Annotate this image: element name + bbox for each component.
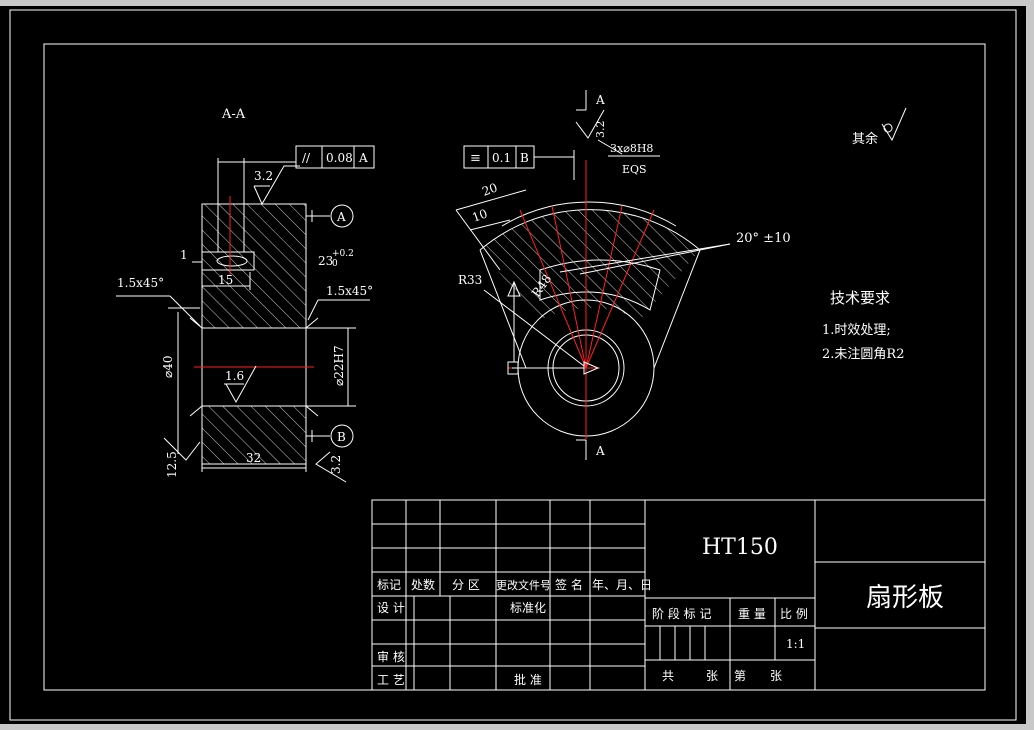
roughness-value-top: 3.2 — [254, 169, 273, 183]
header-sign: 签 名 — [555, 577, 583, 592]
tech-req-title: 技术要求 — [830, 289, 890, 307]
chamfer-left: 1.5x45° — [117, 276, 164, 290]
label-approve: 批 准 — [514, 672, 542, 687]
datum-a-circle — [330, 204, 354, 228]
rest-roughness-symbol — [881, 107, 907, 142]
dim-15: 15 — [218, 273, 233, 287]
roughness-bore-value: 1.6 — [225, 369, 244, 383]
label-scale: 比 例 — [780, 607, 808, 621]
material-text: HT150 — [702, 535, 778, 560]
section-marker-bottom: A — [595, 444, 605, 458]
roughness-symbol-bore — [225, 365, 257, 404]
section-hatch-bottom — [202, 406, 306, 464]
tech-requirements: 技术要求 1.时效处理; 2.未注圆角R2 — [822, 289, 904, 362]
label-total: 共 — [662, 669, 674, 683]
hole-ellipse — [216, 255, 248, 267]
window-scrollbar[interactable] — [1026, 0, 1034, 730]
chamfer-right: 1.5x45° — [326, 284, 373, 298]
label-weight: 重 量 — [738, 607, 766, 621]
roughness-symbol-right — [315, 451, 347, 483]
roughness-front-value: 3.2 — [594, 121, 607, 139]
datum-b-circle — [330, 424, 354, 448]
dim-10: 10 — [470, 206, 489, 224]
datum-b-label: B — [337, 430, 346, 444]
dim-dia-40: ⌀40 — [161, 356, 175, 379]
dim-23: 23 — [318, 254, 333, 268]
label-sheets: 张 — [706, 669, 718, 683]
dim-1: 1 — [180, 248, 188, 262]
rest-roughness: 其余 — [852, 107, 907, 147]
header-date: 年、月、日 — [592, 578, 652, 592]
header-zone: 分 区 — [452, 578, 480, 592]
label-process: 工 艺 — [377, 673, 405, 687]
tol-parallel-value: 0.08 — [326, 151, 353, 165]
groove — [201, 251, 255, 271]
section-label: A-A — [221, 107, 246, 122]
tol-parallel-ref: A — [358, 151, 368, 165]
label-review: 审 核 — [377, 649, 405, 664]
label-sheet-no: 第 — [734, 669, 746, 683]
header-docno: 更改文件号 — [496, 578, 551, 592]
title-block: HT150 扇形板 标记 处数 分 区 更改文件号 签 名 年、月、日 设 计 … — [371, 499, 986, 691]
dim-dia-22h7: ⌀22H7 — [332, 345, 346, 386]
header-mark: 标记 — [377, 578, 401, 592]
holes-callout: 3x⌀8H8 — [610, 142, 653, 155]
tol-sym-ref: B — [520, 151, 529, 165]
label-standard: 标准化 — [510, 601, 546, 615]
dim-23-upper: +0.2 — [332, 249, 354, 259]
window-top-bar — [0, 0, 1034, 6]
tech-req-item-2: 2.未注圆角R2 — [822, 347, 904, 362]
label-design: 设 计 — [377, 601, 405, 615]
dim-r33: R33 — [458, 273, 482, 287]
header-count: 处数 — [411, 577, 435, 592]
angle-callout: 20° ±10 — [736, 231, 791, 246]
eqs-label: EQS — [622, 163, 647, 176]
roughness-symbol-top — [253, 165, 300, 206]
outer-frame — [9, 9, 1017, 721]
section-marker-top: A — [595, 93, 605, 107]
label-stage: 阶 段 标 记 — [652, 606, 711, 621]
scale-value: 1:1 — [786, 637, 805, 651]
rest-roughness-label: 其余 — [852, 131, 878, 147]
dim-32: 32 — [246, 451, 261, 465]
datum-a-label: A — [336, 210, 346, 224]
roughness-symbol-front — [575, 109, 605, 139]
dim-23-lower: 0 — [332, 259, 338, 269]
tol-parallel-symbol: // — [302, 151, 311, 165]
front-view: A A R33 R48 20 10 — [455, 90, 791, 460]
inner-frame — [43, 43, 986, 691]
section-view: A-A // 0.08 A 3.2 — [116, 107, 375, 483]
part-name: 扇形板 — [866, 583, 944, 613]
tol-sym-symbol: ≡ — [470, 151, 481, 166]
tech-req-item-1: 1.时效处理; — [822, 323, 891, 338]
window-bottom-bar — [0, 724, 1034, 730]
tolerance-frame-parallel — [295, 145, 375, 169]
roughness-symbol-left — [163, 437, 201, 461]
tol-sym-value: 0.1 — [492, 151, 511, 165]
roughness-right-value: 3.2 — [329, 455, 343, 474]
roughness-left-value: 12.5 — [165, 451, 179, 478]
dim-20: 20 — [480, 180, 499, 198]
label-sheets-2: 张 — [770, 669, 782, 683]
